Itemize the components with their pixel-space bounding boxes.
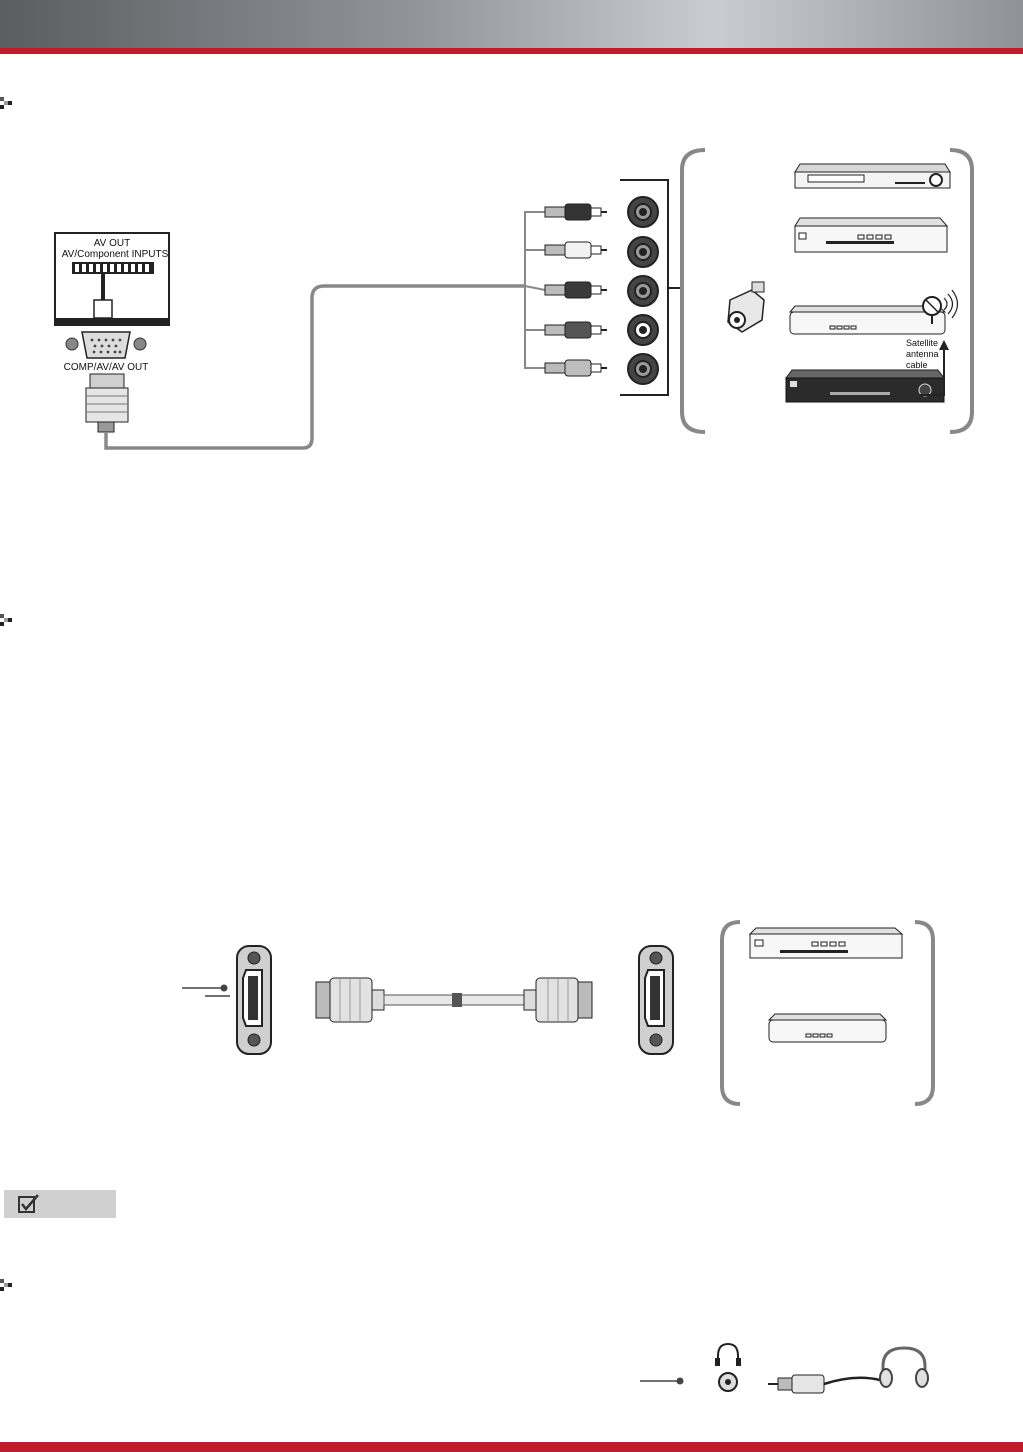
checkbox-icon — [18, 1194, 39, 1213]
hdmi-connection-diagram — [182, 920, 935, 1106]
device-bracket-right — [914, 920, 935, 1106]
rca-plug-2 — [544, 241, 607, 259]
note-box — [4, 1190, 116, 1218]
satellite-label-2: antenna — [906, 349, 939, 359]
rca-jack-panel — [620, 179, 680, 396]
rca-plugs — [544, 203, 607, 377]
rca-plug-3 — [544, 281, 607, 299]
satellite-label-1: Satellite — [906, 338, 938, 348]
av-connection-diagram: AV OUT AV/Component INPUTS COMP/AV/AV OU… — [54, 148, 974, 450]
cable-fanout — [524, 211, 546, 369]
section-bullet-icon — [0, 97, 12, 109]
hdmi-port-tv[interactable] — [236, 945, 272, 1055]
tv-panel-label-2: AV/Component INPUTS — [62, 249, 169, 260]
device-bracket-left — [680, 148, 706, 434]
port-label: COMP/AV/AV OUT — [64, 362, 149, 373]
hdmi-port-device[interactable] — [638, 945, 674, 1055]
dvd-player-icon — [794, 217, 949, 253]
headphone-connection-diagram — [640, 1342, 929, 1394]
hdmi-cable — [315, 977, 593, 1023]
headphones-icon — [879, 1346, 929, 1388]
headphone-plug — [768, 1374, 881, 1394]
satellite-receiver-icon — [785, 369, 945, 403]
footer-accent-stripe — [0, 1442, 1023, 1452]
rca-plug-4 — [544, 321, 607, 339]
device-bracket-right — [949, 148, 974, 434]
device-bracket-left — [720, 920, 741, 1106]
satellite-label-3: cable — [906, 360, 928, 370]
arrow-up-icon — [939, 340, 949, 350]
satellite-dish-icon — [922, 289, 959, 324]
section-bullet-icon — [0, 1279, 12, 1291]
av-cable — [104, 284, 525, 450]
dvd-player-icon — [748, 927, 904, 959]
tv-av-panel: AV OUT AV/Component INPUTS — [54, 232, 170, 326]
comp-av-plug — [85, 373, 129, 433]
rca-plug-5 — [544, 359, 607, 377]
set-top-box-icon — [788, 305, 947, 335]
header-accent-stripe — [0, 48, 1023, 54]
av-receiver-icon — [794, 163, 951, 189]
rca-plug-1 — [544, 203, 607, 221]
camcorder-icon — [727, 281, 765, 333]
section-bullet-icon — [0, 614, 12, 626]
header-bar — [0, 0, 1023, 48]
set-top-box-icon — [767, 1013, 888, 1043]
comp-av-port[interactable]: COMP/AV/AV OUT — [64, 331, 149, 373]
antenna-cable — [920, 346, 945, 396]
tv-panel-label-1: AV OUT — [94, 238, 130, 249]
headphone-jack-icon[interactable] — [715, 1342, 741, 1392]
